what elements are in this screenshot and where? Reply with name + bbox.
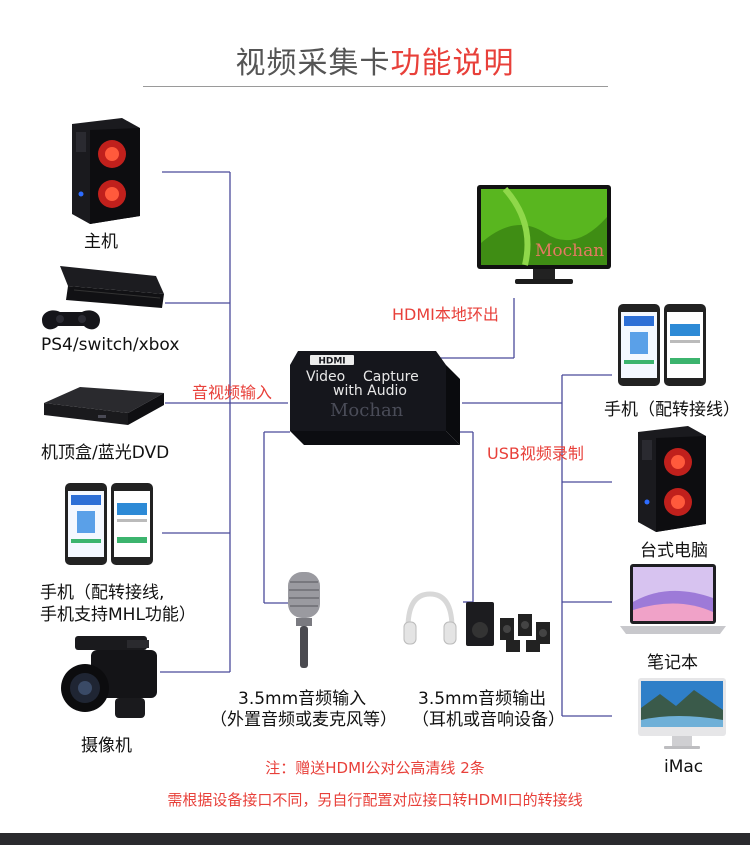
device-label-settopbox: 机顶盒/蓝光DVD <box>41 438 169 463</box>
svg-text:HDMI: HDMI <box>318 357 345 367</box>
device-label-phone-line2: 手机支持MHL功能） <box>40 600 196 625</box>
usb-record-label: USB视频录制 <box>487 440 584 464</box>
note-line1: 注：赠送HDMI公对公高清线 2条 <box>0 757 750 778</box>
phones-icon <box>616 302 708 392</box>
card-watermark: Mochan <box>330 400 403 421</box>
bottom-bar <box>0 833 750 845</box>
monitor-icon <box>475 183 613 291</box>
microphone-icon <box>282 570 326 676</box>
device-label-console: PS4/switch/xbox <box>41 335 179 355</box>
card-text-line2: with Audio <box>333 383 407 399</box>
hdmi-loop-out-label: HDMI本地环出 <box>392 301 499 325</box>
game-console-icon <box>38 262 168 341</box>
device-label-host: 主机 <box>84 227 118 252</box>
device-label-phone-right: 手机（配转接线） <box>604 395 740 420</box>
set-top-box-icon <box>40 383 168 435</box>
imac-icon <box>636 676 728 756</box>
monitor-watermark: Mochan <box>535 241 604 261</box>
device-label-desktop: 台式电脑 <box>640 536 708 561</box>
laptop-icon <box>618 562 728 644</box>
device-label-camcorder: 摄像机 <box>81 731 132 756</box>
camcorder-icon <box>55 630 165 728</box>
audio-output-sublabel: （耳机或音响设备） <box>412 705 565 730</box>
av-input-label: 音视频输入 <box>192 379 272 403</box>
phones-icon <box>63 481 155 571</box>
desktop-tower-icon <box>628 424 710 538</box>
device-label-laptop: 笔记本 <box>647 648 698 673</box>
headphones-speakers-icon <box>402 588 562 658</box>
desktop-tower-icon <box>62 116 144 230</box>
note-line2: 需根据设备接口不同，另自行配置对应接口转HDMI口的转接线 <box>0 789 750 810</box>
audio-input-sublabel: （外置音频或麦克风等） <box>210 705 397 730</box>
